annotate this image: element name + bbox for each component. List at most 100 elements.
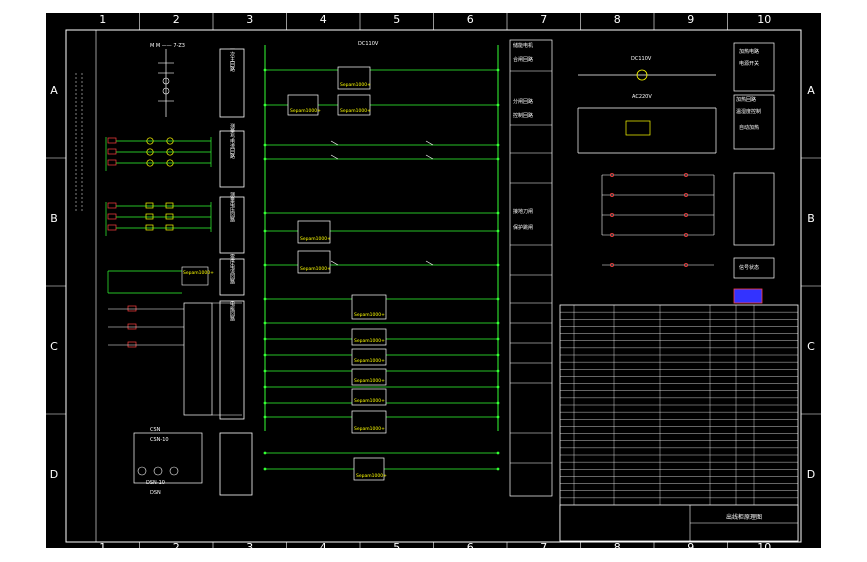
relay-block-11 [351, 410, 387, 434]
row-label-right-C: C [807, 340, 815, 353]
row-label-left-B: B [50, 212, 58, 225]
relay-block-label-3: Sepam1000+ [340, 108, 371, 114]
components-table [559, 304, 799, 542]
far-right-label-2: 电源开关 [739, 60, 759, 67]
outer-border [65, 29, 802, 543]
far-right-panel: DC110V AC220V 加热电路 电源开关 加热回路 温湿度控制 自动加热 [577, 42, 775, 304]
column-label-bottom-1: 1 [99, 541, 106, 548]
connector-box [133, 432, 203, 484]
column-label-bottom-6: 6 [467, 541, 474, 548]
column-label-top-4: 4 [320, 13, 327, 26]
column-label-bottom-10: 10 [757, 541, 771, 548]
function-box-3 [219, 196, 245, 254]
relay-block-9 [351, 368, 387, 386]
column-label-bottom-8: 8 [614, 541, 621, 548]
relay-block-label-6: Sepam1000+ [354, 312, 385, 318]
right-label-4: 控制回路 [513, 112, 533, 119]
relay-block-12 [353, 457, 385, 481]
left-margin-strip [65, 29, 97, 543]
connector-top-label: CSN-10 [150, 437, 169, 443]
relay-block-5 [297, 250, 331, 274]
function-box-5 [219, 300, 245, 420]
column-label-top-1: 1 [99, 13, 106, 26]
column-label-bottom-7: 7 [540, 541, 547, 548]
far-right-label-4: 温湿度控制 [736, 108, 761, 115]
relay-block-label-4: Sepam1000+ [300, 236, 331, 242]
connector-bottom: DSN-10 [146, 480, 165, 486]
function-box-4 [219, 258, 245, 296]
column-label-top-5: 5 [393, 13, 400, 26]
row-label-right-A: A [807, 84, 815, 97]
function-box-label-3: 测量电压回路 [229, 191, 235, 223]
far-right-label-3: 加热回路 [736, 96, 756, 103]
terminal-relay-label: Sepam1000+ [183, 270, 214, 276]
supply-dc-label: DC110V [631, 56, 652, 62]
relay-block-label-8: Sepam1000+ [354, 358, 385, 364]
connector-bottom-label: DSN [150, 490, 161, 496]
main-supply-label: DC110V [358, 41, 379, 47]
main-circuit: DC110V Sepam1000+Sepam1000+Sepam1000+Sep… [263, 41, 500, 481]
relay-block-label-10: Sepam1000+ [354, 398, 385, 404]
column-label-bottom-2: 2 [173, 541, 180, 548]
row-label-left-D: D [50, 468, 58, 481]
relay-block-label-5: Sepam1000+ [300, 266, 331, 272]
column-label-top-3: 3 [246, 13, 253, 26]
relay-input-block [183, 302, 213, 416]
connector-top: CSN [150, 427, 161, 433]
column-label-bottom-9: 9 [687, 541, 694, 548]
brand-logo [733, 288, 763, 304]
bus-header: M M —— 7-Z3 [150, 43, 185, 49]
title-block: 出线柜原理图 [559, 504, 799, 542]
column-label-bottom-5: 5 [393, 541, 400, 548]
column-label-bottom-4: 4 [320, 541, 327, 548]
column-label-top-6: 6 [467, 13, 474, 26]
heater-icon [625, 120, 651, 136]
function-box-label-4: 零序电流回路 [229, 254, 235, 285]
column-label-top-7: 7 [540, 13, 547, 26]
ct-meter-group-2 [105, 202, 212, 236]
relay-block-2 [287, 94, 319, 116]
relay-block-label-7: Sepam1000+ [354, 338, 385, 344]
row-label-left-C: C [50, 340, 58, 353]
relay-block-label-11: Sepam1000+ [354, 426, 385, 432]
relay-block-8 [351, 348, 387, 366]
relay-block-label-9: Sepam1000+ [354, 378, 385, 384]
right-label-2: 合闸回路 [513, 56, 533, 63]
supply-ac-label: AC220V [632, 94, 652, 100]
function-box-2 [219, 130, 245, 188]
relay-block-1 [337, 66, 371, 90]
far-right-label-6: 信号状态 [739, 264, 759, 271]
row-label-left-A: A [50, 84, 58, 97]
function-box-label-2: 测量与电流回路 [229, 123, 235, 160]
relay-block-label-1: Sepam1000+ [340, 82, 371, 88]
right-label-1: 储能电机 [513, 42, 533, 49]
relay-block-label-12: Sepam1000+ [356, 473, 387, 479]
column-label-top-2: 2 [173, 13, 180, 26]
relay-block-label-2: Sepam1000+ [290, 108, 321, 114]
column-label-top-8: 8 [614, 13, 621, 26]
sheet-title: 出线柜原理图 [726, 513, 762, 521]
relay-block-4 [297, 220, 331, 244]
far-right-label-5: 自动加热 [739, 124, 759, 131]
terminal-group [107, 270, 242, 416]
relay-block-10 [351, 388, 387, 406]
relay-blocks: Sepam1000+ Sepam1000+ Sepam1000+ Sepam1000+… [287, 66, 387, 481]
ct-meter-group-1 [105, 137, 212, 171]
function-box-aux [219, 432, 253, 496]
relay-block-6 [351, 294, 387, 320]
relay-block-3 [337, 94, 371, 116]
right-label-6: 保护跳闸 [513, 224, 533, 231]
right-label-3: 分闸回路 [513, 98, 533, 105]
far-right-label-1: 加热电路 [739, 48, 759, 55]
function-box-label-5: 电能回路 [229, 300, 235, 322]
far-right-signals [601, 173, 715, 267]
left-panel: M M —— 7-Z3 Sepam1000+ CSN CSN-10 [75, 43, 242, 496]
row-label-right-D: D [807, 468, 815, 481]
column-label-top-10: 10 [757, 13, 771, 26]
column-label-top-9: 9 [687, 13, 694, 26]
